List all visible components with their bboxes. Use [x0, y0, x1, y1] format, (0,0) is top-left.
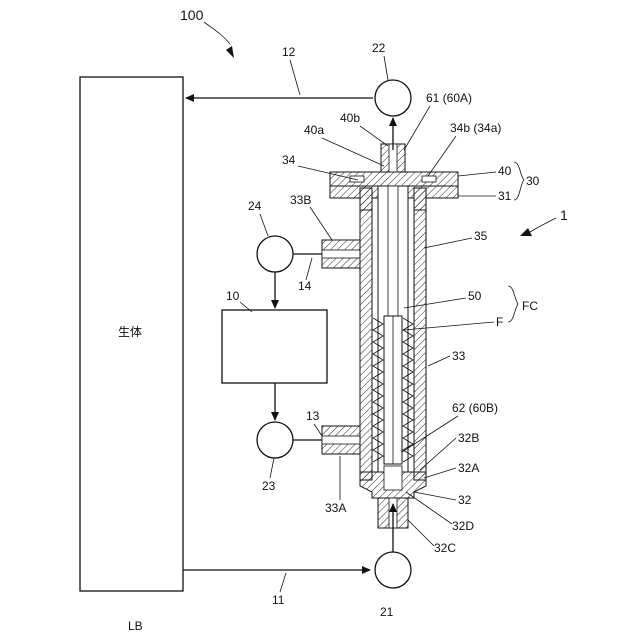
ref-40a-leader [322, 138, 384, 166]
port-33A-label: 33A [325, 501, 346, 515]
pump-23 [257, 422, 293, 458]
tube-35-label: 35 [474, 229, 488, 243]
line-11-leader [280, 573, 286, 592]
flange-31-label: 31 [498, 189, 512, 203]
tube-35-leader [424, 238, 472, 248]
bottom-cap-32-bore [384, 466, 402, 490]
ref-62-label: 62 (60B) [452, 401, 498, 415]
pump-24-label: 24 [248, 199, 262, 213]
ref-34-label: 34 [282, 153, 296, 167]
port-33A-bore [322, 436, 360, 444]
pump-22-leader [384, 56, 388, 80]
fitting-61-leader [404, 106, 430, 150]
brace-FC [508, 286, 518, 322]
ref-F-label: F [496, 315, 503, 329]
ref-32-label: 32 [458, 493, 472, 507]
inner-core [388, 186, 398, 316]
port-33B-label: 33B [290, 193, 311, 207]
ref-32D-leader [406, 492, 452, 524]
pump-21 [375, 552, 411, 588]
housing-33-left-wall [360, 188, 372, 480]
pump-24 [257, 236, 293, 272]
living-body-ref: LB [128, 619, 143, 633]
ref-40b-label: 40b [340, 111, 360, 125]
ref-30-label: 30 [526, 174, 540, 188]
cap-40-seal-right [422, 176, 436, 182]
device-1-leader [530, 218, 556, 232]
line-14-label: 14 [298, 279, 312, 293]
line-13-label: 13 [306, 409, 320, 423]
housing-33-label: 33 [452, 349, 466, 363]
pump-24-leader [260, 214, 268, 236]
line-12-leader [290, 60, 300, 95]
unit-10-block [222, 310, 327, 383]
housing-33-leader [428, 356, 450, 366]
ref-FC-label: FC [522, 299, 538, 313]
ref-32A-label: 32A [458, 461, 479, 475]
pump-23-label: 23 [262, 479, 276, 493]
leader-100-arrow [226, 46, 234, 58]
ref-40b-leader [360, 126, 388, 146]
ref-32C-leader [408, 520, 434, 546]
ref-32A-leader [424, 468, 456, 478]
ref-40a-label: 40a [304, 123, 324, 137]
ref-34b-label: 34b (34a) [450, 121, 501, 135]
figure-ref-100: 100 [180, 7, 204, 23]
ref-32D-label: 32D [452, 519, 474, 533]
ref-32B-label: 32B [458, 431, 479, 445]
living-body-label: 生体 [118, 325, 142, 339]
line-11-label: 11 [272, 593, 285, 607]
cap-40 [330, 172, 458, 186]
brace-30 [514, 162, 524, 200]
unit-10-label: 10 [226, 289, 240, 303]
line-13-leader [314, 424, 322, 436]
pump-22-label: 22 [372, 41, 386, 55]
device-1-label: 1 [560, 207, 568, 223]
ref-34b-leader [428, 136, 456, 176]
pump-21-label: 21 [380, 605, 394, 619]
line-12-label: 12 [282, 45, 296, 59]
fitting-61-label: 61 (60A) [426, 91, 472, 105]
port-33B-bore [322, 250, 360, 258]
pump-23-leader [270, 458, 274, 478]
cap-40-leader [458, 172, 496, 176]
cap-40-label: 40 [498, 164, 512, 178]
port-33B-leader [310, 207, 332, 240]
ref-50-leader [404, 298, 466, 308]
pump-22 [375, 80, 411, 116]
ref-32C-label: 32C [434, 541, 456, 555]
ref-50-label: 50 [468, 289, 482, 303]
line-14-leader [306, 258, 312, 280]
leader-100 [204, 22, 230, 44]
ref-32-leader [414, 492, 456, 500]
housing-33-right-wall [414, 188, 426, 480]
